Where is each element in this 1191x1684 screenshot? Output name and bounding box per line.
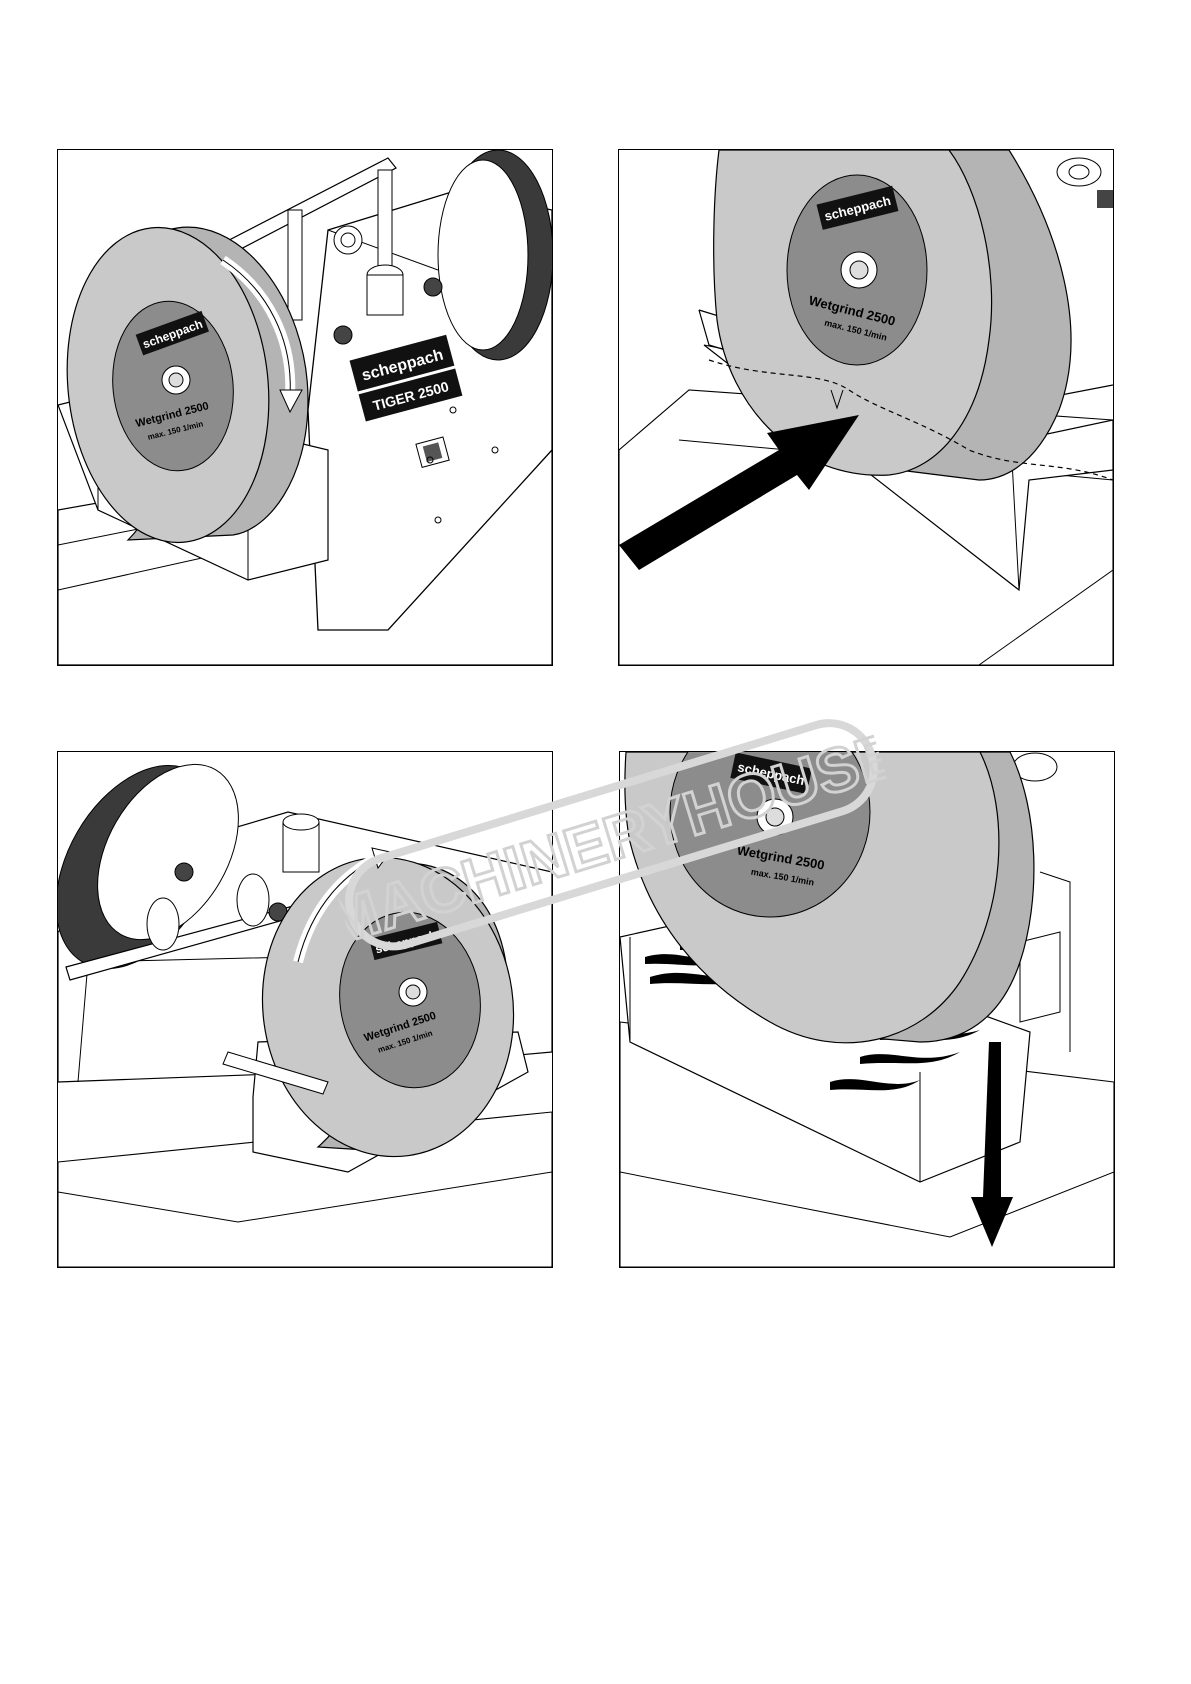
illustration-panel-3: scheppach Wetgrind 2500 max. 150 1/min — [57, 751, 553, 1268]
illustration-panel-1: scheppach TIGER 2500 s — [57, 149, 553, 666]
panel-2-drawing: scheppach Wetgrind 2500 max. 150 1/min — [619, 150, 1113, 665]
panel-4-drawing: scheppach Wetgrind 2500 max. 150 1/min — [620, 752, 1114, 1267]
panel-3-drawing: scheppach Wetgrind 2500 max. 150 1/min — [58, 752, 552, 1267]
illustration-panel-4: scheppach Wetgrind 2500 max. 150 1/min — [619, 751, 1115, 1268]
illustration-panel-2: scheppach Wetgrind 2500 max. 150 1/min — [618, 149, 1114, 666]
panel-1-drawing: scheppach TIGER 2500 s — [58, 150, 552, 665]
